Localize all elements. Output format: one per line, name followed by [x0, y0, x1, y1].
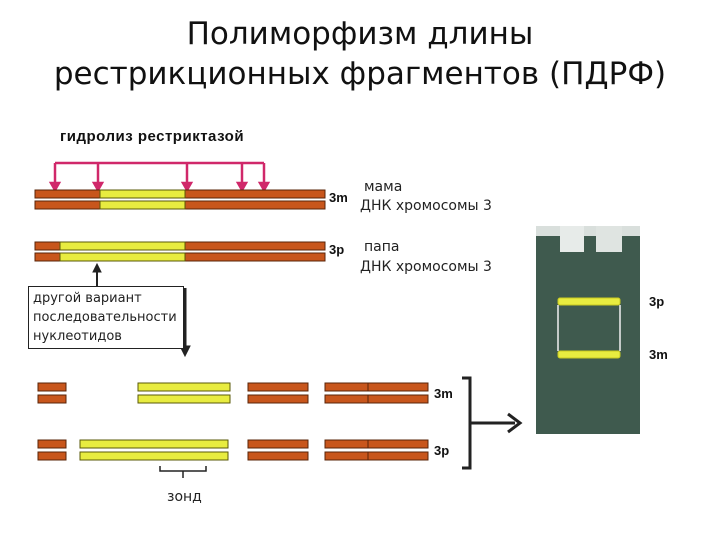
variant-arrow [92, 262, 102, 288]
mother-chromosome [34, 189, 326, 210]
father-name: папа [364, 239, 400, 255]
fragment-tag-m: 3m [434, 386, 453, 401]
gel-tag-m: 3m [649, 347, 668, 362]
fragment-tag-p: 3p [434, 443, 450, 458]
fragment-bracket [462, 376, 472, 470]
probe-bracket [159, 466, 207, 478]
digestion-label: гидролиз рестриктазой [60, 128, 245, 145]
title-line-2: рестрикционных фрагментов (ПДРФ) [53, 56, 667, 92]
variant-line-2: последовательности [33, 310, 177, 325]
gel-arrow [470, 412, 523, 434]
variant-line-3: нуклеотидов [33, 329, 122, 344]
mother-fragments [37, 382, 429, 404]
gel-tag-p: 3p [649, 294, 665, 309]
title-line-1: Полиморфизм длины [186, 16, 534, 52]
mother-desc: ДНК хромосомы 3 [360, 198, 492, 214]
variant-line-1: другой вариант [33, 291, 142, 306]
mother-name: мама [364, 179, 403, 195]
page-title: Полиморфизм длины рестрикционных фрагмен… [0, 14, 720, 94]
variant-box: другой вариант последовательности нуклео… [28, 286, 184, 349]
cut-markers [48, 161, 271, 193]
father-chromosome [34, 241, 326, 262]
probe-label: зонд [167, 489, 202, 505]
father-fragments [37, 439, 429, 461]
father-desc: ДНК хромосомы 3 [360, 259, 492, 275]
mother-tag: 3m [329, 190, 348, 205]
father-tag: 3p [329, 242, 345, 257]
gel-panel [536, 226, 640, 434]
